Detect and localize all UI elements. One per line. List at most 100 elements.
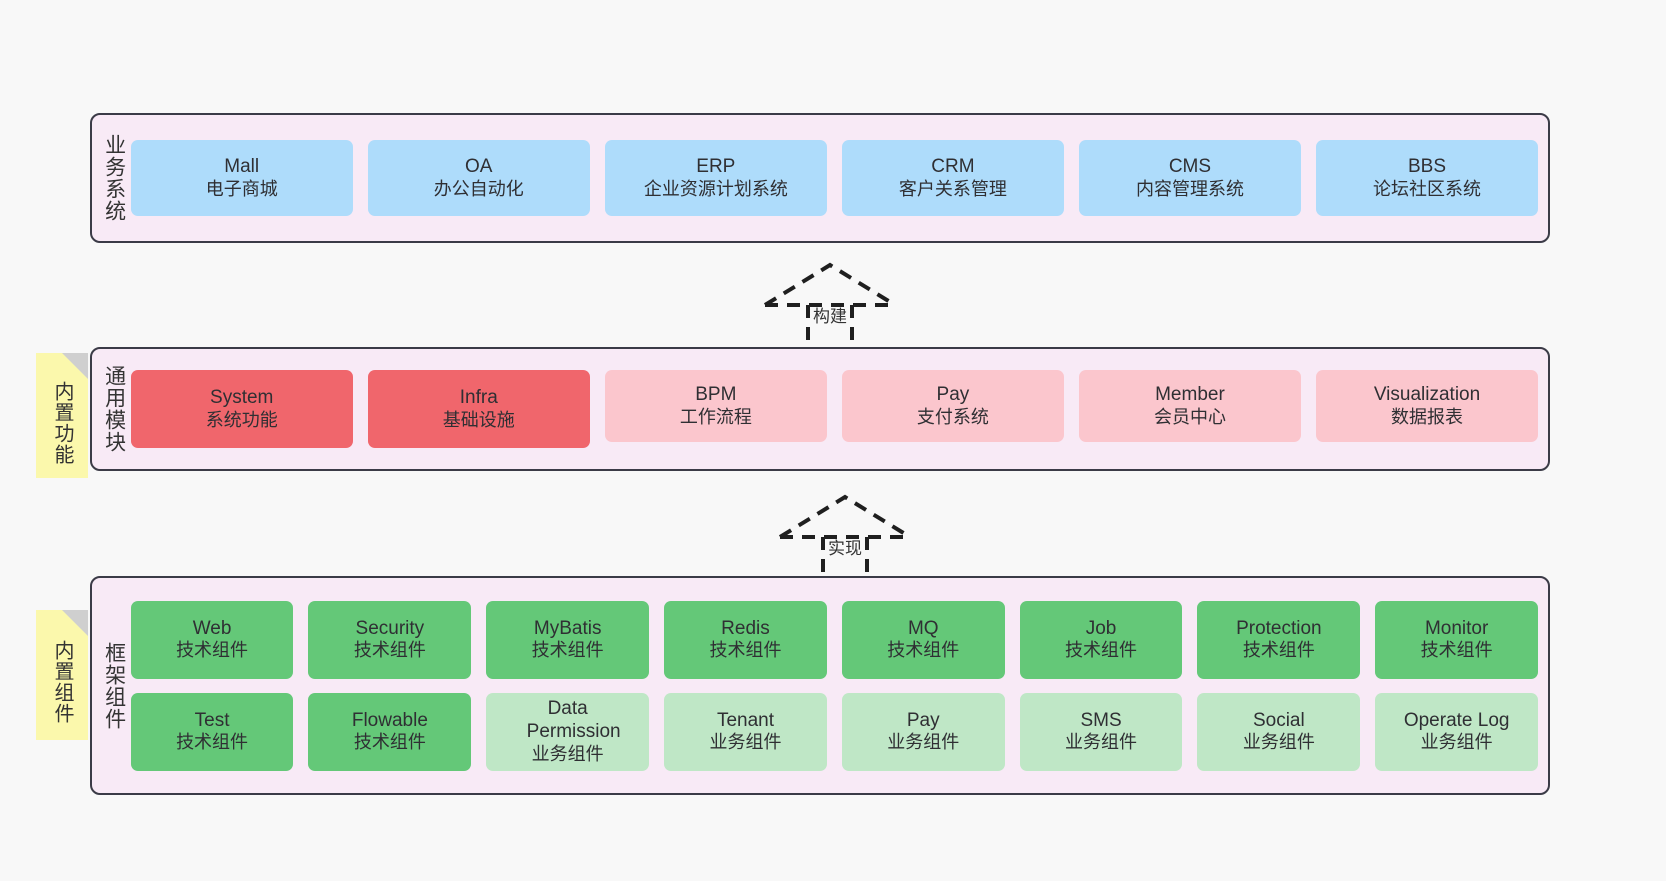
node-title-cn: 电子商城: [205, 178, 278, 199]
node-title-cn: 技术组件: [353, 732, 426, 753]
node-title-cn: 技术组件: [531, 640, 604, 661]
node-title-cn: 业务组件: [1242, 732, 1315, 753]
node-row: Test 技术组件 Flowable 技术组件 Data Permission …: [130, 692, 1539, 771]
node-title-cn: 技术组件: [176, 640, 249, 661]
node-title-en: Job: [1085, 617, 1117, 639]
node-mybatis[interactable]: MyBatis 技术组件: [486, 600, 650, 679]
node-title-cn: 办公自动化: [433, 178, 524, 199]
sticky-note-builtin-components: 内置组件: [36, 610, 88, 740]
node-oa[interactable]: OA 办公自动化: [367, 140, 590, 216]
connector-implement: 实现: [775, 492, 915, 578]
node-title-en: MQ: [907, 617, 939, 639]
node-title-en: Security: [355, 617, 425, 639]
sticky-note-builtin-features: 内置功能: [36, 353, 88, 478]
node-member[interactable]: Member 会员中心: [1078, 370, 1301, 442]
node-title-en: SMS: [1080, 709, 1122, 731]
node-title-en: Protection: [1236, 617, 1322, 639]
node-title-cn: 业务组件: [1420, 732, 1493, 753]
node-title-cn: 技术组件: [887, 640, 960, 661]
node-job[interactable]: Job 技术组件: [1019, 600, 1183, 679]
connector-build: 构建: [760, 260, 900, 348]
node-title-en: CMS: [1168, 156, 1212, 178]
node-title-cn: 企业资源计划系统: [643, 178, 788, 199]
connector-build-shape: [763, 262, 897, 348]
node-bpm[interactable]: BPM 工作流程: [604, 370, 827, 442]
node-monitor[interactable]: Monitor 技术组件: [1375, 600, 1539, 679]
node-title-cn: 技术组件: [1065, 640, 1138, 661]
node-title-en: System: [210, 387, 274, 409]
node-title-cn: 支付系统: [916, 406, 989, 427]
node-title-en: Test: [194, 709, 230, 731]
page-fold-icon: [62, 353, 88, 379]
node-operate-log[interactable]: Operate Log 业务组件: [1375, 692, 1539, 771]
layer-body-framework-components: Web 技术组件 Security 技术组件 MyBatis 技术组件 Redi…: [130, 578, 1548, 793]
node-redis[interactable]: Redis 技术组件: [664, 600, 827, 679]
node-infra[interactable]: Infra 基础设施: [367, 370, 590, 448]
node-mall[interactable]: Mall 电子商城: [130, 140, 353, 216]
node-row: System 系统功能 Infra 基础设施 BPM 工作流程 Pay 支付系统: [130, 370, 1539, 448]
node-flowable[interactable]: Flowable 技术组件: [308, 692, 472, 771]
layer-body-business-systems: Mall 电子商城 OA 办公自动化 ERP 企业资源计划系统 CRM 客户关系…: [130, 115, 1548, 241]
node-title-cn: 会员中心: [1153, 406, 1226, 427]
layer-common-modules: 通用模块 System 系统功能 Infra 基础设施 BPM 工作流程: [90, 347, 1550, 471]
node-row: Mall 电子商城 OA 办公自动化 ERP 企业资源计划系统 CRM 客户关系…: [130, 140, 1539, 216]
node-test[interactable]: Test 技术组件: [130, 692, 294, 771]
node-title-cn: 数据报表: [1391, 406, 1464, 427]
node-mq[interactable]: MQ 技术组件: [841, 600, 1005, 679]
node-title-en: Member: [1155, 384, 1225, 406]
node-title-cn: 技术组件: [709, 640, 782, 661]
node-title-en: Operate Log: [1403, 709, 1510, 731]
node-title-cn: 业务组件: [709, 732, 782, 753]
node-title-cn: 客户关系管理: [898, 178, 1007, 199]
node-erp[interactable]: ERP 企业资源计划系统: [604, 140, 827, 216]
node-title-en: Social: [1252, 709, 1305, 731]
node-title-cn: 技术组件: [353, 640, 426, 661]
layer-business-systems: 业务系统 Mall 电子商城 OA 办公自动化 ERP 企业资源计划系统: [90, 113, 1550, 243]
node-title-en: Pay: [936, 384, 970, 406]
node-title-en: OA: [465, 156, 493, 178]
node-tenant[interactable]: Tenant 业务组件: [664, 692, 827, 771]
node-title-en: BBS: [1408, 156, 1447, 178]
node-protection[interactable]: Protection 技术组件: [1197, 600, 1361, 679]
node-crm[interactable]: CRM 客户关系管理: [841, 140, 1064, 216]
layer-title-business-systems: 业务系统: [102, 134, 126, 222]
node-title-en: Pay: [906, 709, 940, 731]
node-title-cn: 业务组件: [531, 743, 604, 764]
node-title-cn: 基础设施: [442, 409, 515, 430]
node-title-cn: 业务组件: [1065, 732, 1138, 753]
layer-title-common-modules: 通用模块: [102, 365, 126, 453]
node-title-en: Tenant: [716, 709, 774, 731]
node-title-cn: 内容管理系统: [1135, 178, 1244, 199]
node-data-permission[interactable]: Data Permission 业务组件: [486, 692, 650, 771]
node-title-en: ERP: [696, 156, 736, 178]
connector-implement-label: 实现: [828, 539, 862, 558]
node-visualization[interactable]: Visualization 数据报表: [1315, 370, 1539, 442]
node-bbs[interactable]: BBS 论坛社区系统: [1315, 140, 1539, 216]
node-cms[interactable]: CMS 内容管理系统: [1078, 140, 1301, 216]
node-title-en: Mall: [224, 156, 260, 178]
layer-framework-components: 框架组件 Web 技术组件 Security 技术组件 MyBatis 技术组件: [90, 576, 1550, 795]
node-title-cn: 业务组件: [887, 732, 960, 753]
node-title-en: Web: [192, 617, 232, 639]
node-system[interactable]: System 系统功能: [130, 370, 353, 448]
node-web[interactable]: Web 技术组件: [130, 600, 294, 679]
node-title-en: Infra: [459, 387, 498, 409]
node-pay-business[interactable]: Pay 业务组件: [841, 692, 1005, 771]
node-sms[interactable]: SMS 业务组件: [1019, 692, 1183, 771]
node-title-cn: 工作流程: [679, 406, 752, 427]
node-social[interactable]: Social 业务组件: [1197, 692, 1361, 771]
connector-implement-shape: [778, 494, 912, 578]
node-title-cn: 技术组件: [176, 732, 249, 753]
page-fold-icon: [62, 610, 88, 636]
node-title-en: Flowable: [351, 709, 428, 731]
node-title-en: MyBatis: [533, 617, 602, 639]
layer-title-framework-components: 框架组件: [102, 641, 126, 730]
node-security[interactable]: Security 技术组件: [308, 600, 472, 679]
node-title-en: Data Permission: [526, 697, 621, 742]
sticky-note-text: 内置组件: [51, 640, 73, 724]
connector-build-label: 构建: [813, 307, 847, 326]
node-title-en: BPM: [695, 384, 737, 406]
node-title-cn: 系统功能: [205, 409, 278, 430]
node-pay[interactable]: Pay 支付系统: [841, 370, 1064, 442]
